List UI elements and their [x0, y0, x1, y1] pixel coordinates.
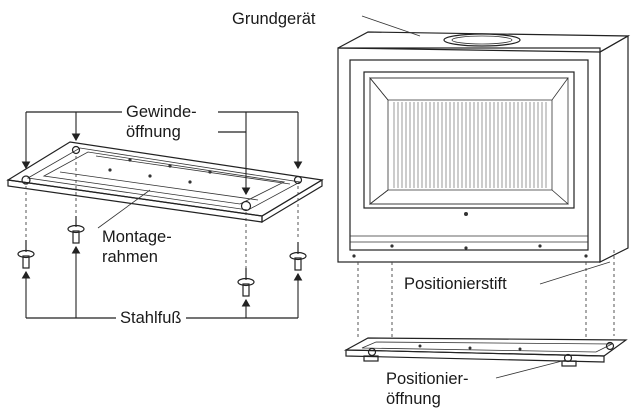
frame-drop-lines [25, 156, 299, 268]
label-positionier-2: öffnung [386, 390, 441, 408]
mounting-frame [6, 141, 324, 224]
gewinde-leader [21, 111, 303, 196]
label-gewinde-2: öffnung [126, 123, 181, 141]
label-stahlfuss: Stahlfuß [120, 309, 181, 327]
grundgeraet-leader [361, 15, 421, 37]
steel-foot-1 [17, 240, 35, 269]
steel-foot-3 [237, 268, 255, 297]
montage-leader [97, 189, 151, 229]
label-gewinde-1: Gewinde- [126, 103, 197, 121]
steel-foot-2 [67, 216, 85, 244]
label-montage-1: Montage- [102, 228, 172, 246]
label-grundgeraet: Grundgerät [232, 10, 316, 28]
label-positionier-1: Positionier- [386, 370, 469, 388]
positionier-leader [495, 359, 567, 379]
fireplace-drop-lines [357, 250, 615, 340]
steel-foot-4 [289, 242, 307, 271]
firebox-hatching [393, 102, 547, 188]
stahlfuss-leader [21, 245, 303, 319]
positionierstift-leader [539, 261, 611, 285]
base-frame [343, 337, 628, 367]
label-positionierstift: Positionierstift [404, 275, 507, 293]
label-montage-2: rahmen [102, 248, 158, 266]
fireplace-unit [337, 31, 631, 263]
steel-feet [17, 216, 307, 297]
